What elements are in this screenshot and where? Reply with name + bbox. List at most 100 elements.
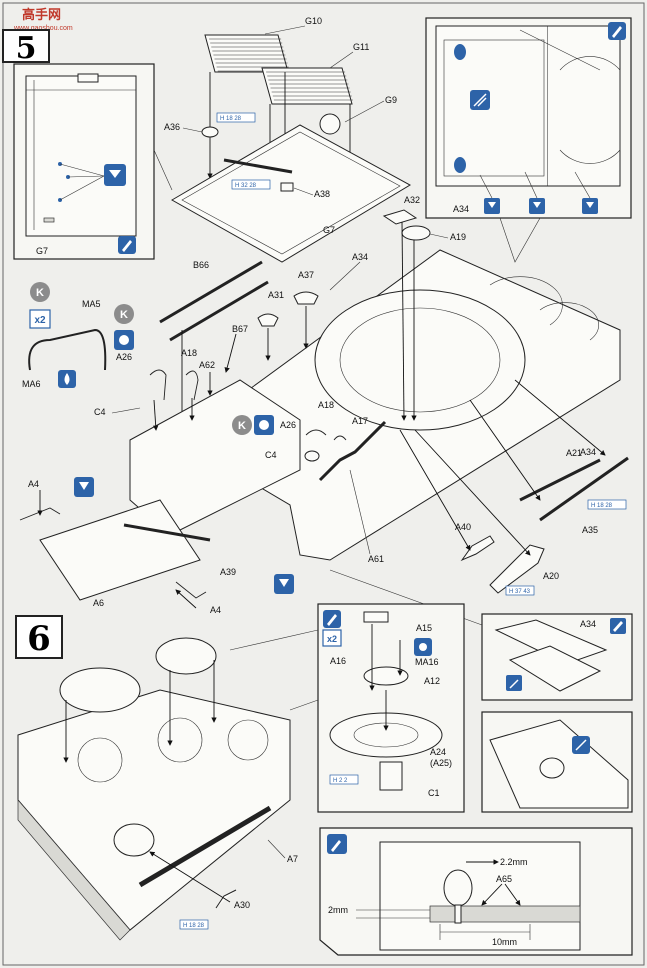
svg-text:A61: A61 bbox=[368, 554, 384, 564]
rods-b66-b67: B66 B67 bbox=[159, 260, 269, 421]
svg-text:H 37 43: H 37 43 bbox=[509, 589, 531, 595]
ref-tag-h32-28: H 32 28 bbox=[231, 179, 271, 190]
svg-text:C1: C1 bbox=[428, 788, 440, 798]
step-5-marker: 5 bbox=[2, 29, 50, 66]
hull-front-a7: A7 A30 H 18 28 bbox=[17, 637, 298, 941]
svg-text:H 2 2: H 2 2 bbox=[333, 778, 348, 784]
parts-a31-a37: A31 A37 bbox=[257, 270, 319, 361]
svg-text:A19: A19 bbox=[450, 232, 466, 242]
svg-text:MA5: MA5 bbox=[82, 299, 101, 309]
svg-text:A24: A24 bbox=[430, 747, 446, 757]
svg-text:A4: A4 bbox=[210, 605, 221, 615]
tools-a40-a20: A40 A20 H 37 43 bbox=[399, 429, 559, 596]
svg-text:A30: A30 bbox=[234, 900, 250, 910]
step-6-marker: 6 bbox=[15, 615, 63, 659]
svg-text:G7: G7 bbox=[323, 225, 335, 235]
grab-handles-ma: MA5 MA6 bbox=[22, 299, 107, 389]
inset-hull-side bbox=[481, 711, 633, 813]
svg-text:A26: A26 bbox=[116, 352, 132, 362]
glue-icon-b bbox=[529, 198, 545, 214]
svg-text:2mm: 2mm bbox=[328, 905, 348, 915]
svg-text:MA16: MA16 bbox=[415, 657, 439, 667]
engine-deck-g7: G9 G7 A36 A38 bbox=[164, 95, 412, 263]
svg-text:H 32 28: H 32 28 bbox=[235, 183, 257, 189]
svg-text:A32: A32 bbox=[404, 195, 420, 205]
svg-text:G10: G10 bbox=[305, 16, 322, 26]
svg-text:x2: x2 bbox=[327, 634, 337, 644]
inset-a34-detail: A34 bbox=[425, 17, 632, 263]
apply-cement-icon-3 bbox=[572, 736, 590, 754]
svg-text:G7: G7 bbox=[36, 246, 48, 256]
svg-text:K: K bbox=[238, 420, 246, 432]
svg-text:A34: A34 bbox=[453, 204, 469, 214]
inset-dimension-detail: 2.2mm A65 2mm 10mm bbox=[319, 827, 633, 956]
paint-brush-icon bbox=[118, 236, 136, 254]
inset-cupola-subassembly: A15 MA16 A16 A12 A24 (A25) C1 x2 H 2 2 bbox=[229, 603, 465, 813]
svg-text:MA6: MA6 bbox=[22, 379, 41, 389]
svg-text:H 18 28: H 18 28 bbox=[220, 116, 242, 122]
bend-icon bbox=[114, 330, 134, 350]
ref-tag-h18-28: H 18 28 bbox=[216, 112, 256, 123]
svg-text:A15: A15 bbox=[416, 623, 432, 633]
k-badge-3: K bbox=[232, 415, 252, 435]
svg-text:B67: B67 bbox=[232, 324, 248, 334]
paint-brush-icon-4 bbox=[323, 610, 341, 628]
svg-text:A17: A17 bbox=[352, 416, 368, 426]
cupola-a19: A32 A19 bbox=[382, 195, 466, 421]
svg-text:H 18 28: H 18 28 bbox=[591, 503, 613, 509]
inset-a34-bracket: A34 bbox=[329, 569, 633, 701]
svg-text:C4: C4 bbox=[265, 450, 277, 460]
k-badge-2: K bbox=[114, 304, 134, 324]
svg-text:A38: A38 bbox=[314, 189, 330, 199]
svg-text:A40: A40 bbox=[455, 522, 471, 532]
paint-brush-icon-3 bbox=[610, 618, 626, 634]
svg-text:www.gaoshou.com: www.gaoshou.com bbox=[13, 25, 73, 32]
svg-text:A16: A16 bbox=[330, 656, 346, 666]
svg-text:A12: A12 bbox=[424, 676, 440, 686]
svg-text:(A25): (A25) bbox=[430, 758, 452, 768]
svg-text:A6: A6 bbox=[93, 598, 104, 608]
grille-g10: G10 bbox=[204, 16, 322, 73]
svg-text:10mm: 10mm bbox=[492, 937, 517, 947]
svg-text:A4: A4 bbox=[28, 479, 39, 489]
svg-text:B66: B66 bbox=[193, 260, 209, 270]
svg-text:A62: A62 bbox=[199, 360, 215, 370]
svg-text:G9: G9 bbox=[385, 95, 397, 105]
k-badge-1: K bbox=[30, 282, 50, 302]
glue-icon-center bbox=[274, 574, 294, 594]
grille-g11: G11 bbox=[261, 42, 369, 105]
svg-text:A34: A34 bbox=[580, 447, 596, 457]
svg-text:H 18 28: H 18 28 bbox=[183, 923, 205, 929]
glue-icon-left bbox=[74, 477, 94, 497]
svg-text:A7: A7 bbox=[287, 854, 298, 864]
parts-a26-a18-c4: A26 A18 A17 C4 A61 bbox=[265, 400, 387, 564]
bend-icon-3 bbox=[414, 638, 432, 656]
svg-text:A21: A21 bbox=[566, 448, 582, 458]
svg-text:A26: A26 bbox=[280, 420, 296, 430]
svg-text:A20: A20 bbox=[543, 571, 559, 581]
svg-text:A35: A35 bbox=[582, 525, 598, 535]
x2-icon: x2 bbox=[29, 309, 51, 329]
tow-cables: A21 A35 H 18 28 bbox=[469, 379, 629, 535]
svg-text:A34: A34 bbox=[580, 619, 596, 629]
paint-brush-icon-5 bbox=[327, 834, 347, 854]
hull-a34: A34 A34 bbox=[179, 249, 621, 561]
glue-icon-a bbox=[484, 198, 500, 214]
svg-text:A31: A31 bbox=[268, 290, 284, 300]
svg-text:6: 6 bbox=[27, 619, 51, 659]
apply-cement-icon bbox=[470, 90, 490, 110]
svg-text:A34: A34 bbox=[352, 252, 368, 262]
svg-text:C4: C4 bbox=[94, 407, 106, 417]
svg-text:K: K bbox=[120, 309, 128, 321]
inset-g7-detail: G7 bbox=[13, 63, 173, 260]
bend-icon-2 bbox=[254, 415, 274, 435]
svg-text:K: K bbox=[36, 287, 44, 299]
svg-text:高手网: 高手网 bbox=[22, 7, 61, 22]
watermark-logo: 高手网 www.gaoshou.com bbox=[13, 7, 73, 32]
svg-text:x2: x2 bbox=[34, 315, 46, 326]
svg-text:A18: A18 bbox=[181, 348, 197, 358]
glue-icon-c bbox=[582, 198, 598, 214]
paint-brush-icon bbox=[608, 22, 626, 40]
